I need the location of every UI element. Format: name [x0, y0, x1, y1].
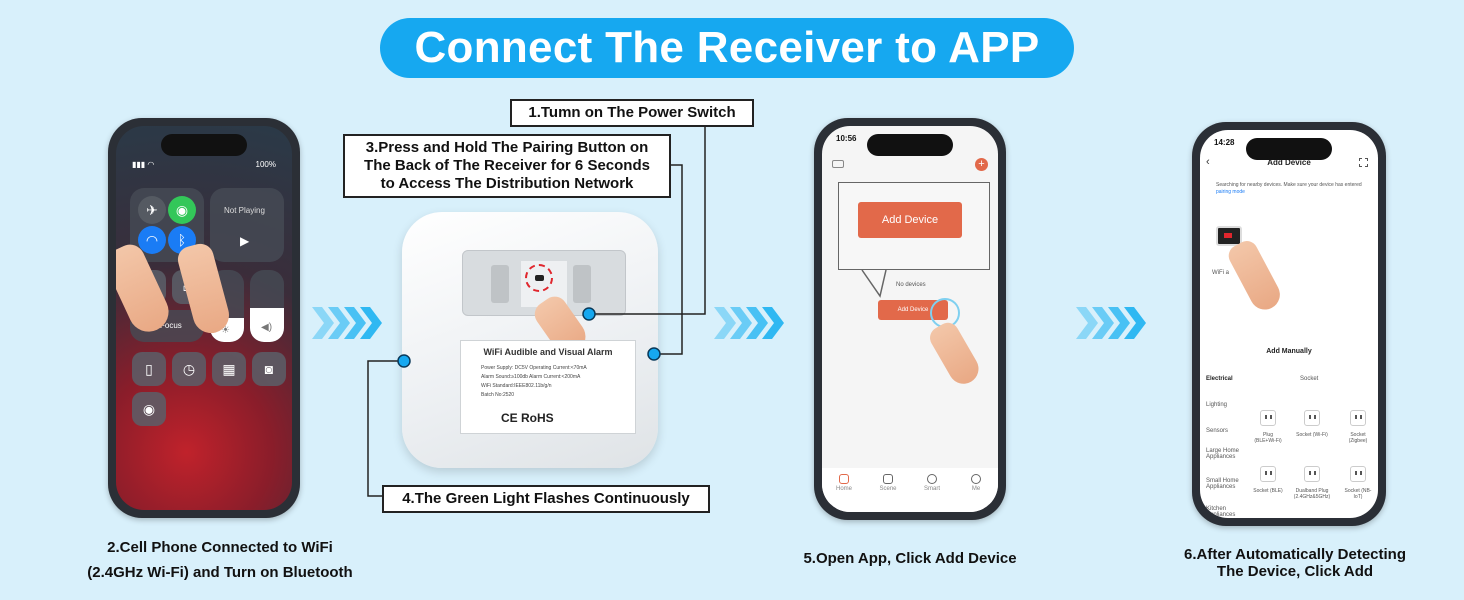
step2-line1: 2.Cell Phone Connected to WiFi — [107, 539, 333, 556]
record-icon[interactable]: ◉ — [132, 392, 166, 426]
scan-icon[interactable] — [1359, 158, 1368, 167]
category-small-appliances[interactable]: Small Home Appliances — [1206, 478, 1239, 490]
plug-ble-wifi-icon[interactable] — [1260, 410, 1276, 426]
cert-marks: CE RoHS — [501, 411, 554, 425]
step3-line3: to Access The Distribution Network — [380, 175, 634, 192]
wifi-icon[interactable]: ◠ — [138, 226, 166, 254]
plug-ble-wifi-label: Plug (BLE+Wi-Fi) — [1254, 432, 1282, 444]
tab-me[interactable]: Me — [961, 474, 991, 512]
step4-callout: 4.The Green Light Flashes Continuously — [382, 485, 710, 513]
category-sensors[interactable]: Sensors — [1206, 428, 1229, 434]
socket-wifi-icon[interactable] — [1304, 410, 1320, 426]
zoom-pointer — [861, 269, 887, 298]
tab-home[interactable]: Home — [829, 474, 859, 512]
add-device-header: Add Device — [1267, 158, 1311, 167]
socket-zigbee-icon[interactable] — [1350, 410, 1366, 426]
menu-icon[interactable] — [832, 160, 844, 168]
signal-icon: ▮▮▮ ◠ — [132, 160, 155, 169]
socket-ble-icon[interactable] — [1260, 466, 1276, 482]
label-spec2: Alarm Sound:≥100db Alarm Current:<200mA — [481, 374, 581, 380]
flashlight-icon[interactable]: ▯ — [132, 352, 166, 386]
step5-caption: 5.Open App, Click Add Device — [803, 550, 1017, 567]
focus-label: Focus — [160, 321, 182, 330]
speaker-icon: ◀) — [261, 322, 273, 333]
dynamic-island — [867, 134, 953, 156]
dynamic-island — [161, 134, 247, 156]
no-devices-label: No devices — [896, 282, 926, 288]
detected-device-icon[interactable] — [1216, 226, 1242, 246]
searching-text: Searching for nearby devices. Make sure … — [1216, 182, 1362, 195]
calculator-icon[interactable]: ▦ — [212, 352, 246, 386]
tab-bar: Home Scene Smart Me — [822, 468, 998, 512]
step2-caption: 2.Cell Phone Connected to WiFi (2.4GHz W… — [40, 535, 400, 585]
back-icon[interactable]: ‹ — [1206, 156, 1210, 168]
airplane-icon[interactable]: ✈ — [138, 196, 166, 224]
battery-label: 100% — [255, 160, 276, 169]
control-center-screen: ▮▮▮ ◠ 100% ✈ ◉ ◠ ᛒ Not Playing ▶ ⟳ ▭ ☾ F… — [116, 126, 292, 510]
socket-nbiot-label: Socket (NB-IoT) — [1344, 488, 1372, 500]
label-spec3: WiFi Standard:IEEE802.11b/g/n — [481, 383, 552, 389]
label-spec4: Batch No:2520 — [481, 392, 515, 398]
selecting-finger — [1224, 237, 1286, 315]
step1-callout: 1.Tumn on The Power Switch — [510, 99, 754, 127]
add-device-button[interactable]: Add Device — [858, 202, 962, 238]
step2-line2: (2.4GHz Wi-Fi) and Turn on Bluetooth — [87, 564, 353, 581]
page-title: Connect The Receiver to APP — [380, 18, 1074, 78]
socket-ble-label: Socket (BLE) — [1253, 488, 1283, 494]
phone-add-device: 14:28 ‹ Add Device Searching for nearby … — [1192, 122, 1386, 526]
now-playing-label: Not Playing — [224, 206, 265, 215]
arrow-chevrons-3 — [1076, 307, 1146, 339]
add-device-screen: 14:28 ‹ Add Device Searching for nearby … — [1200, 130, 1378, 518]
status-time: 10:56 — [836, 134, 857, 143]
socket-header: Socket — [1300, 376, 1319, 382]
app-home-screen: 10:56 + Add Device No devices Add Device… — [822, 126, 998, 512]
tab-scene[interactable]: Scene — [873, 474, 903, 512]
phone-control-center: ▮▮▮ ◠ 100% ✈ ◉ ◠ ᛒ Not Playing ▶ ⟳ ▭ ☾ F… — [108, 118, 300, 518]
tab-smart[interactable]: Smart — [917, 474, 947, 512]
category-lighting[interactable]: Lighting — [1206, 402, 1228, 408]
status-time: 14:28 — [1214, 138, 1235, 147]
dynamic-island — [1246, 138, 1332, 160]
arrow-chevrons-1 — [312, 307, 382, 339]
category-large-appliances[interactable]: Large Home Appliances — [1206, 448, 1240, 460]
step6-caption: 6.After Automatically Detecting The Devi… — [1150, 546, 1440, 580]
category-kitchen-appliances[interactable]: Kitchen Appliances — [1206, 506, 1236, 518]
arrow-chevrons-2 — [714, 307, 784, 339]
music-tile[interactable]: Not Playing ▶ — [210, 188, 284, 262]
phone-app-home: 10:56 + Add Device No devices Add Device… — [814, 118, 1006, 520]
step3-callout: 3.Press and Hold The Pairing Button on T… — [343, 134, 671, 198]
wifi-device-label: WiFi a — [1212, 270, 1229, 276]
play-icon[interactable]: ▶ — [240, 234, 250, 248]
timer-icon[interactable]: ◷ — [172, 352, 206, 386]
socket-wifi-label: Socket (Wi-Fi) — [1296, 432, 1328, 438]
dualband-plug-label: Dualband Plug (2.4GHz&5GHz) — [1293, 488, 1331, 500]
socket-panel — [462, 250, 626, 316]
category-electrical[interactable]: Electrical — [1206, 376, 1233, 382]
step3-line1: 3.Press and Hold The Pairing Button on — [365, 139, 649, 156]
add-manually-label: Add Manually — [1266, 348, 1312, 355]
socket-zigbee-label: Socket (Zigbee) — [1348, 432, 1368, 444]
device-label: WiFi Audible and Visual Alarm Power Supp… — [460, 340, 636, 434]
camera-icon[interactable]: ◙ — [252, 352, 286, 386]
label-title: WiFi Audible and Visual Alarm — [483, 347, 613, 357]
volume-slider[interactable]: ◀) — [250, 270, 284, 342]
step3-line2: The Back of The Receiver for 6 Seconds — [364, 157, 650, 174]
socket-nbiot-icon[interactable] — [1350, 466, 1366, 482]
add-icon[interactable]: + — [975, 158, 988, 171]
label-spec1: Power Supply: DC5V Operating Current:<70… — [481, 365, 587, 371]
dualband-plug-icon[interactable] — [1304, 466, 1320, 482]
cellular-icon[interactable]: ◉ — [168, 196, 196, 224]
sun-icon: ☀ — [221, 325, 230, 336]
step6-line2: The Device, Click Add — [1216, 563, 1374, 580]
step6-line1: 6.After Automatically Detecting — [1184, 546, 1406, 563]
pairing-button[interactable] — [525, 264, 553, 292]
receiver-device: WiFi Audible and Visual Alarm Power Supp… — [402, 212, 658, 468]
connectivity-tile: ✈ ◉ ◠ ᛒ — [130, 188, 204, 262]
